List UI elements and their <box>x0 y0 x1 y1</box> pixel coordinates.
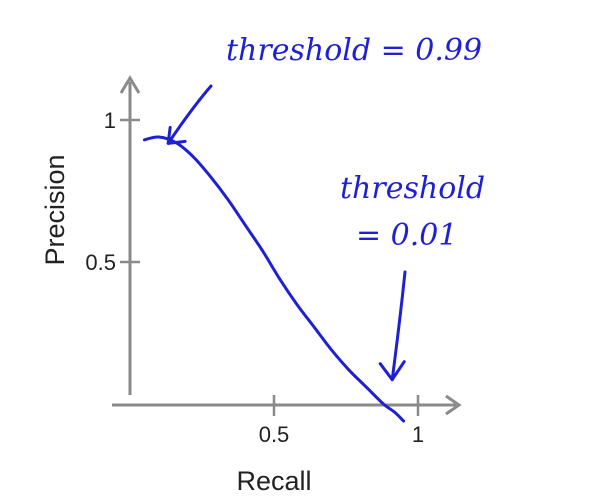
y-axis-label: Precision <box>40 154 70 265</box>
x-axis-label: Recall <box>236 466 311 496</box>
axes: 0.5 1 0.5 1 <box>85 75 462 447</box>
annotation-arrow-low <box>390 270 407 382</box>
x-tick-label: 0.5 <box>259 422 290 447</box>
y-tick-label: 1 <box>104 108 116 133</box>
annotation-threshold-low: threshold <box>340 171 485 206</box>
annotation-layer: threshold = 0.99 threshold = 0.01 <box>166 33 485 382</box>
series-layer <box>142 135 406 423</box>
annotation-arrowhead-low <box>378 360 406 382</box>
annotation-arrow-high <box>166 84 213 145</box>
x-axis-arrow <box>445 394 462 416</box>
y-axis-arrow <box>119 75 141 94</box>
series-line-0 <box>142 135 406 423</box>
annotation-threshold-high: threshold = 0.99 <box>226 33 482 68</box>
y-tick-label: 0.5 <box>85 250 116 275</box>
x-tick-label: 1 <box>412 422 424 447</box>
annotation-threshold-low-value: = 0.01 <box>356 218 457 253</box>
annotation-arrowhead-high <box>166 125 187 145</box>
